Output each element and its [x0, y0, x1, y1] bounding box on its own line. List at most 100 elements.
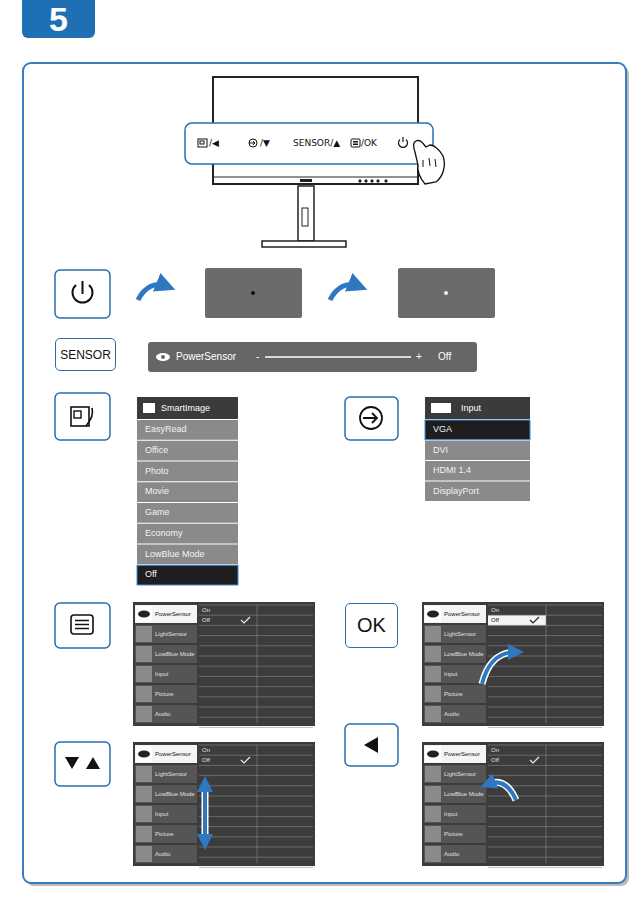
osd-row [135, 745, 197, 763]
osd-grid [488, 707, 602, 708]
osd-option: On [491, 746, 499, 754]
osd-menu-item: LowBlue Mode [155, 650, 195, 658]
osd-grid [488, 816, 602, 817]
checkmark [530, 757, 539, 763]
button-box: SENSOR [55, 338, 116, 371]
slider-track [265, 356, 411, 358]
osd-menu-item: LightSensor [155, 770, 187, 778]
slider-text: Off [438, 342, 451, 372]
menu-panel: SmartImageEasyReadOfficePhotoMovieGameEc… [137, 397, 238, 585]
led-off-panel [205, 268, 302, 318]
button-box: OK [345, 603, 398, 648]
osd-menu-item: Input [155, 670, 168, 678]
osd-row [135, 785, 197, 803]
osd-row [424, 825, 486, 843]
osd-menu-item: Picture [444, 690, 463, 698]
osd-icon [425, 846, 441, 862]
osd-screenshot: PowerSensorLightSensorLowBlue ModeInputP… [422, 602, 604, 726]
osd-menu-item: Picture [444, 830, 463, 838]
menu-item: EasyRead [145, 420, 187, 440]
osd-grid [199, 745, 313, 746]
menu-icon [143, 403, 155, 413]
arrow-outline [482, 652, 516, 684]
osd-grid [199, 717, 313, 718]
osd-icon [136, 846, 152, 862]
osd-screen [133, 602, 315, 726]
menu-row [425, 420, 530, 440]
osd-menu-item: LowBlue Mode [444, 790, 484, 798]
navigation-arrow [482, 652, 516, 684]
osd-icon [425, 746, 441, 762]
menu-row [137, 482, 238, 502]
osd-menu-item: Audio [444, 710, 459, 718]
osd-row [135, 845, 197, 863]
osd-grid [488, 765, 602, 766]
slider-panel: PowerSensor-+Off [148, 342, 477, 372]
osd-row [424, 845, 486, 863]
osd-row [424, 785, 486, 803]
osd-grid [199, 625, 313, 626]
menu-icon [431, 403, 451, 413]
osd-icon [136, 806, 152, 822]
monitor-button-icons [198, 137, 408, 147]
osd-icon [425, 686, 441, 702]
osd-menu-item: Picture [155, 830, 174, 838]
button-caption: /◀ [209, 138, 219, 148]
eye-icon [161, 355, 165, 359]
button-label: OK [357, 614, 386, 637]
osd-option: On [202, 746, 210, 754]
menu-item: HDMI 1.4 [433, 461, 471, 481]
menu-row [137, 565, 238, 585]
osd-row [424, 765, 486, 783]
navigation-arrow [488, 782, 516, 800]
osd-grid [488, 826, 602, 827]
led-on-panel [398, 268, 495, 318]
menu-item: VGA [433, 420, 452, 440]
menu-row [137, 503, 238, 523]
menu-item: Photo [145, 462, 169, 482]
osd-row [135, 665, 197, 683]
arrow-outline [202, 784, 209, 842]
osd-row [424, 625, 486, 643]
checkmark [241, 757, 250, 763]
osd-grid [199, 676, 313, 677]
eye-icon [138, 751, 150, 758]
osd-grid [488, 696, 602, 697]
button-label: SENSOR [60, 348, 111, 362]
osd-grid [488, 615, 602, 616]
eye-icon [427, 751, 439, 758]
osd-row [135, 625, 197, 643]
menu-row [425, 482, 530, 502]
osd-icon [425, 826, 441, 842]
osd-menu-item: Audio [155, 710, 170, 718]
osd-grid [488, 645, 602, 646]
eye-icon [156, 353, 170, 361]
menu-item: LowBlue Mode [145, 545, 205, 565]
osd-grid [488, 857, 602, 858]
osd-screen [422, 742, 604, 866]
osd-icon [136, 686, 152, 702]
osd-menu-item: Input [444, 670, 457, 678]
menu-header [137, 397, 238, 419]
osd-menu-item: LightSensor [155, 630, 187, 638]
osd-icon [425, 766, 441, 782]
osd-row [135, 825, 197, 843]
osd-grid [199, 836, 313, 837]
osd-grid [199, 867, 313, 868]
osd-menu-item: PowerSensor [444, 750, 480, 758]
osd-option: Off [491, 756, 499, 764]
menu-item: DisplayPort [433, 482, 479, 502]
menu-item: Movie [145, 482, 169, 502]
osd-screen [133, 742, 315, 866]
hand-fingers [423, 158, 436, 167]
osd-grid [257, 745, 258, 863]
osd-grid [488, 727, 602, 728]
osd-grid [488, 806, 602, 807]
osd-menu-item: PowerSensor [155, 610, 191, 618]
menu-title: Input [461, 397, 481, 419]
menu-item: Off [145, 565, 157, 585]
osd-icon [425, 626, 441, 642]
osd-grid [199, 686, 313, 687]
menu-item: Economy [145, 524, 183, 544]
osd-grid [488, 686, 602, 687]
